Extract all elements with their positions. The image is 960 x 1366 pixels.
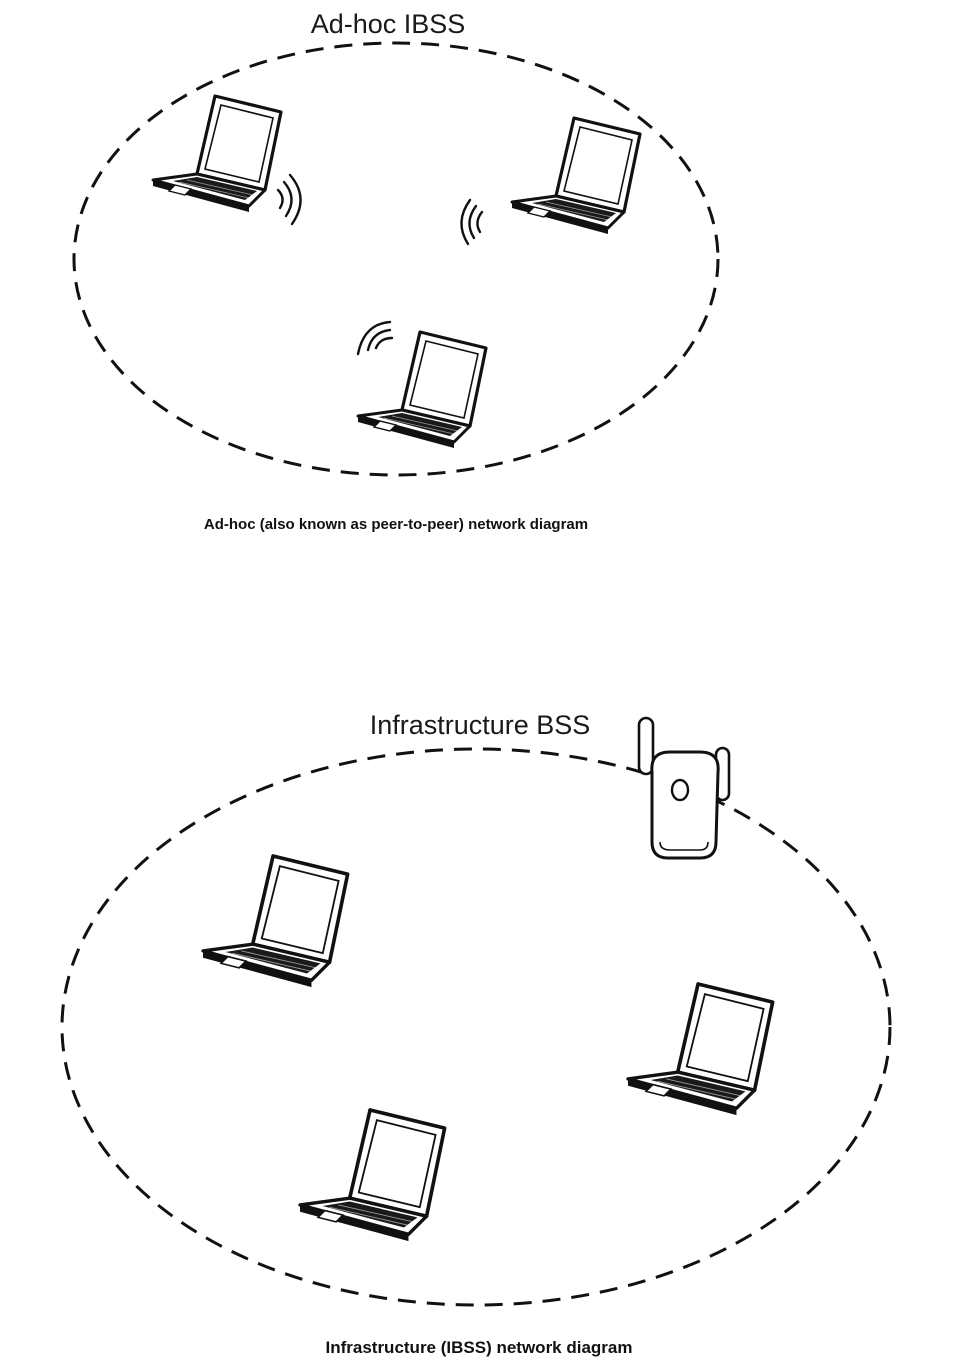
infrastructure-laptop-3 (300, 1110, 445, 1241)
infrastructure-laptop-2 (628, 984, 773, 1115)
adhoc-laptop-1 (153, 96, 281, 212)
access-point-icon (639, 718, 729, 858)
wifi-waves-icon (358, 322, 392, 354)
adhoc-title: Ad-hoc IBSS (311, 9, 466, 39)
adhoc-laptop-2 (512, 118, 640, 234)
wifi-waves-icon (278, 175, 301, 224)
adhoc-laptop-3 (358, 332, 486, 448)
infrastructure-caption: Infrastructure (IBSS) network diagram (325, 1338, 632, 1357)
infrastructure-title: Infrastructure BSS (370, 710, 591, 740)
infrastructure-laptop-1 (203, 856, 348, 987)
wifi-waves-icon (461, 200, 482, 244)
adhoc-caption: Ad-hoc (also known as peer-to-peer) netw… (204, 516, 588, 533)
